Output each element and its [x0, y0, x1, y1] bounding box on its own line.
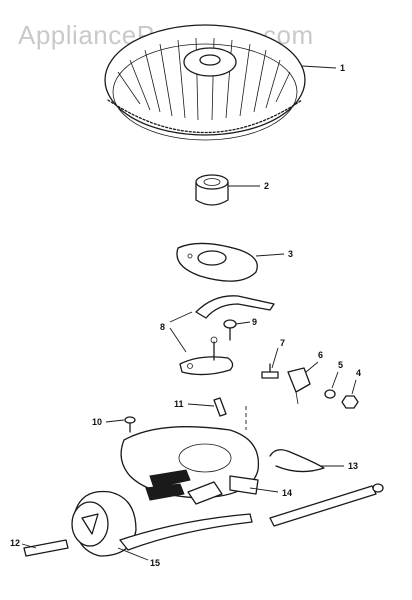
callout-10: 10 [92, 417, 102, 427]
callout-9: 9 [252, 317, 257, 327]
callout-labels: 1 2 3 4 5 6 7 8 9 10 11 12 13 14 15 [10, 63, 361, 568]
callout-2: 2 [264, 181, 269, 191]
callout-1: 1 [340, 63, 345, 73]
part-flywheel [104, 24, 306, 141]
part-screw-10 [124, 416, 136, 433]
leader-lines [21, 65, 357, 561]
part-clip-11 [213, 397, 227, 417]
callout-13: 13 [348, 461, 358, 471]
callout-12: 12 [10, 538, 20, 548]
part-wire-13 [269, 449, 325, 473]
callout-4: 4 [356, 368, 361, 378]
part-plate [176, 242, 258, 282]
part-screw-9 [223, 319, 237, 341]
part-nut-washer [324, 389, 359, 409]
part-rod-12 [23, 539, 69, 557]
part-coil [71, 490, 253, 557]
part-ground-wire [269, 483, 384, 527]
callout-6: 6 [318, 350, 323, 360]
callout-7: 7 [280, 338, 285, 348]
part-backplate [120, 406, 260, 505]
callout-3: 3 [288, 249, 293, 259]
callout-11: 11 [174, 399, 184, 409]
callout-14: 14 [282, 488, 292, 498]
part-sleeve [195, 174, 229, 206]
callout-8: 8 [160, 322, 165, 332]
part-terminal [261, 363, 311, 405]
callout-5: 5 [338, 360, 343, 370]
callout-15: 15 [150, 558, 160, 568]
part-breaker-arm [179, 295, 275, 376]
